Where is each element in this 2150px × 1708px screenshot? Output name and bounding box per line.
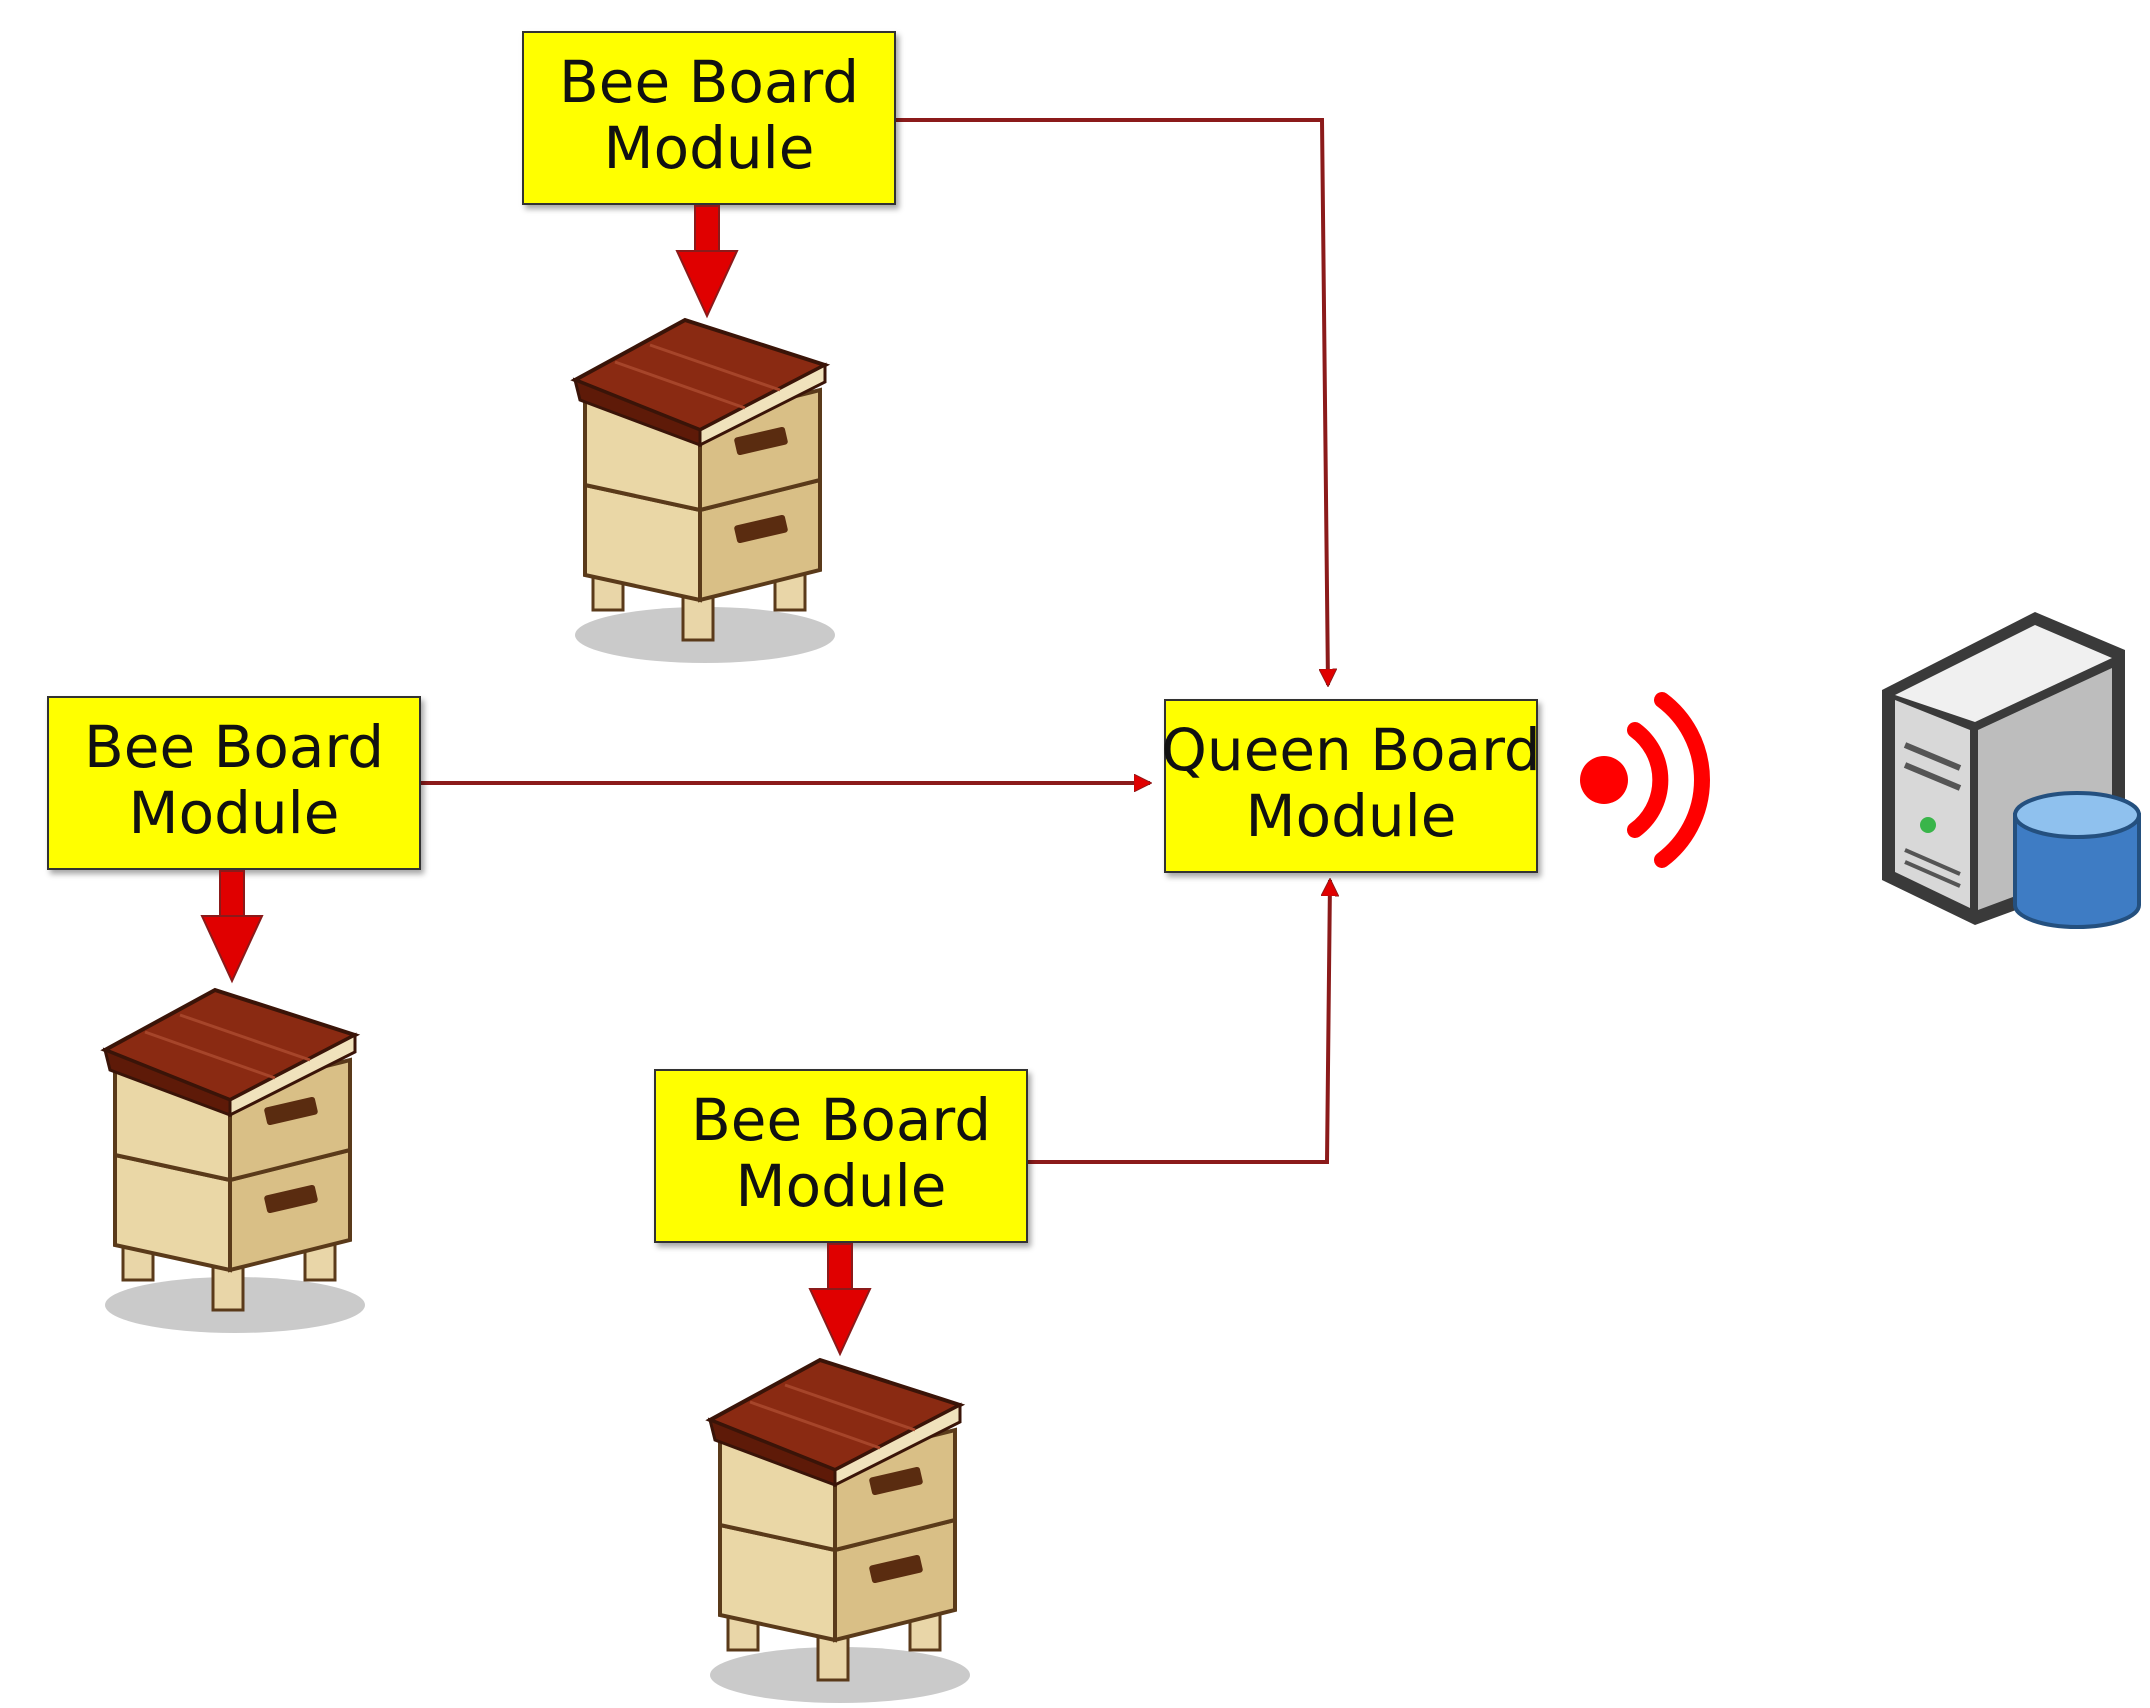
bee-board-module-left: Bee Board Module: [47, 696, 421, 870]
arrow-left-to-hive: [201, 870, 263, 982]
beehive-icon: [708, 1358, 972, 1705]
bee-board-top-line1: Bee Board: [559, 48, 859, 116]
database-server-icon: [1882, 612, 2141, 929]
beehive-icon: [103, 988, 367, 1335]
bee-board-left-line2: Module: [129, 779, 340, 847]
connector-top-to-queen: [895, 118, 1328, 685]
bee-board-left-line1: Bee Board: [84, 713, 384, 781]
bee-board-module-top: Bee Board Module: [522, 31, 896, 205]
queen-board-line2: Module: [1246, 782, 1457, 850]
wireless-signal-icon: [1580, 692, 1710, 868]
bee-board-bottom-line2: Module: [736, 1152, 947, 1220]
connector-bottom-to-queen: [1027, 880, 1330, 1164]
arrow-bottom-to-hive: [809, 1243, 871, 1355]
bee-board-bottom-line1: Bee Board: [691, 1086, 991, 1154]
queen-board-module: Queen Board Module: [1161, 699, 1541, 873]
beehive-icon: [573, 318, 837, 665]
queen-board-line1: Queen Board: [1161, 716, 1540, 784]
bee-board-top-line2: Module: [604, 114, 815, 182]
arrow-top-to-hive: [676, 205, 738, 317]
bee-board-module-bottom: Bee Board Module: [654, 1069, 1028, 1243]
